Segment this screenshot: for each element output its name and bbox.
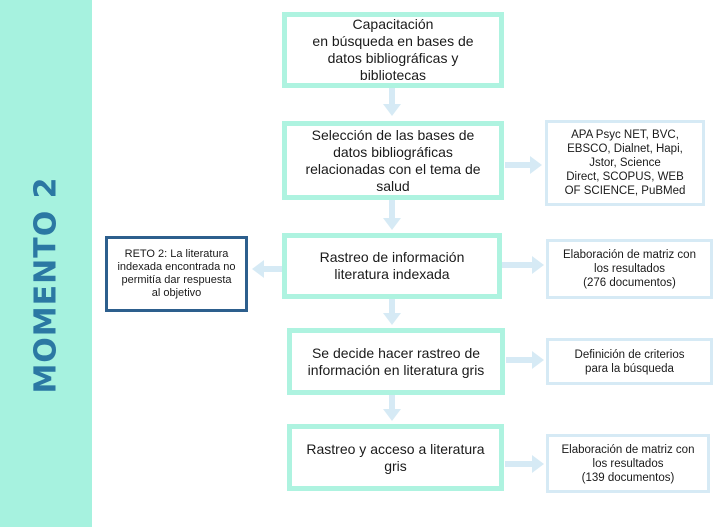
note-database-list: APA Psyc NET, BVC, EBSCO, Dialnet, Hapi,… <box>545 120 705 206</box>
challenge-text: RETO 2: La literatura indexada encontrad… <box>117 248 236 299</box>
arrow-step1-to-step2 <box>389 86 395 108</box>
step-grey-literature-access-text: Rastreo y acceso a literatura gris <box>306 440 485 474</box>
step-grey-literature-access: Rastreo y acceso a literatura gris <box>287 424 504 491</box>
note-matrix-grey: Elaboración de matriz con los resultados… <box>546 434 710 493</box>
step-training-text: Capacitación en búsqueda en bases de dat… <box>312 16 474 83</box>
arrow-step4-to-step5 <box>389 395 395 413</box>
note-matrix-grey-text: Elaboración de matriz con los resultados… <box>561 443 695 484</box>
arrow-step4-to-note3 <box>506 357 534 363</box>
step-indexed-search-text: Rastreo de información literatura indexa… <box>319 249 465 282</box>
note-matrix-indexed: Elaboración de matriz con los resultados… <box>546 239 713 299</box>
step-indexed-search: Rastreo de información literatura indexa… <box>282 233 502 299</box>
step-grey-literature-decision: Se decide hacer rastreo de información e… <box>287 328 505 395</box>
arrow-step5-to-note4 <box>505 461 534 467</box>
challenge-box: RETO 2: La literatura indexada encontrad… <box>105 236 248 312</box>
arrow-step2-to-step3 <box>389 199 395 222</box>
note-search-criteria: Definición de criterios para la búsqueda <box>546 338 713 385</box>
note-database-list-text: APA Psyc NET, BVC, EBSCO, Dialnet, Hapi,… <box>564 129 686 197</box>
note-search-criteria-text: Definición de criterios para la búsqueda <box>574 348 685 375</box>
sidebar-band: MOMENTO 2 <box>0 0 92 527</box>
arrow-step3-to-note2 <box>502 262 534 268</box>
step-database-selection: Selección de las bases de datos bibliogr… <box>282 121 504 200</box>
step-training: Capacitación en búsqueda en bases de dat… <box>282 12 504 88</box>
step-database-selection-text: Selección de las bases de datos bibliogr… <box>305 126 481 194</box>
arrow-step3-to-reto <box>262 266 284 272</box>
note-matrix-indexed-text: Elaboración de matriz con los resultados… <box>563 249 696 289</box>
step-grey-literature-decision-text: Se decide hacer rastreo de información e… <box>307 344 485 378</box>
arrow-step2-to-note1 <box>505 162 532 168</box>
arrow-step3-to-step4 <box>389 299 395 317</box>
